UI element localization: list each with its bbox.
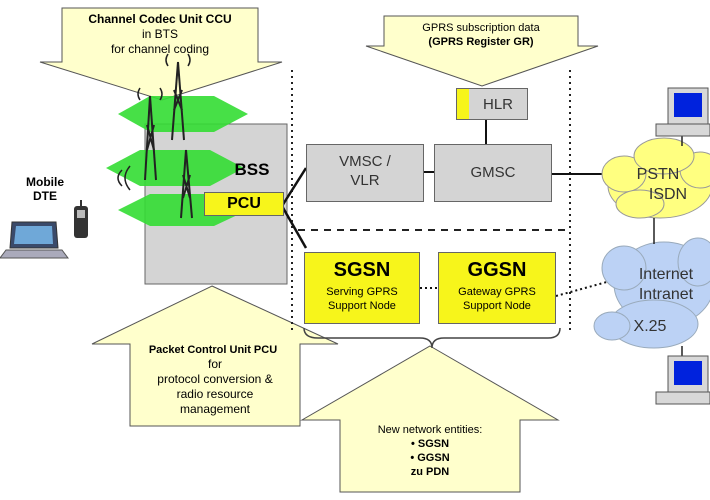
sgsn-title: SGSN xyxy=(333,259,391,281)
pcu-callout-line4: radio resource xyxy=(176,387,254,401)
sgsn-box: SGSN Serving GPRS Support Node xyxy=(304,252,420,324)
pcu-box: PCU xyxy=(204,192,284,216)
vmsc-line1: VMSC / xyxy=(339,153,391,170)
hlr-label: HLR xyxy=(482,96,513,113)
ggsn-line1: Gateway GPRS xyxy=(458,286,536,298)
internet-cloud-shape xyxy=(593,237,710,349)
new-entities-item-sgsn: • SGSN xyxy=(410,438,450,450)
internet-label: Internet xyxy=(638,266,694,283)
sgsn-line1: Serving GPRS xyxy=(326,286,398,298)
gprs-callout-line2: (GPRS Register GR) xyxy=(428,36,534,48)
gmsc-label: GMSC xyxy=(470,164,516,181)
pstn-cloud-shape xyxy=(601,137,710,219)
gmsc-box: GMSC xyxy=(434,144,552,202)
ccu-callout-line2: in BTS xyxy=(141,27,178,41)
ccu-callout-title: Channel Codec Unit CCU xyxy=(88,12,232,26)
entities-brace xyxy=(303,327,561,349)
new-entities-item-pdn: zu PDN xyxy=(410,466,450,478)
ggsn-title: GGSN xyxy=(467,259,527,281)
x25-label: X.25 xyxy=(633,318,667,335)
link-pcu-vmsc xyxy=(280,167,308,207)
mobile-dte-line2: DTE xyxy=(33,189,57,203)
new-entities-callout-arrow xyxy=(300,345,560,493)
new-entities-title: New network entities: xyxy=(377,424,483,436)
ggsn-line2: Support Node xyxy=(463,300,531,312)
mobile-dte-line1: Mobile xyxy=(26,175,64,189)
antenna-tower xyxy=(144,61,193,219)
pcu-callout-line2: for xyxy=(207,357,222,371)
coverage-layer-mid xyxy=(106,150,244,186)
computer-top-icon xyxy=(655,87,710,137)
hlr-marker xyxy=(457,89,469,119)
pcu-callout-arrow xyxy=(91,285,339,427)
pcu-callout-line5: management xyxy=(179,402,251,416)
radio-waves xyxy=(117,53,191,191)
computer-bottom-icon xyxy=(655,355,710,405)
pstn-label: PSTN xyxy=(636,166,680,183)
gprs-callout-line1: GPRS subscription data xyxy=(422,22,540,34)
pcu-callout-title: Packet Control Unit PCU xyxy=(148,344,278,356)
bss-label: BSS xyxy=(234,160,270,179)
sgsn-line2: Support Node xyxy=(328,300,396,312)
gprs-callout-arrow xyxy=(365,15,599,87)
laptop-icon xyxy=(0,221,69,259)
pcu-callout-line3: protocol conversion & xyxy=(157,372,273,386)
new-entities-item-ggsn: • GGSN xyxy=(410,452,450,464)
link-ggsn-internet xyxy=(555,279,615,297)
vmsc-box: VMSC / VLR xyxy=(306,144,424,202)
isdn-label: ISDN xyxy=(648,186,688,203)
ccu-callout-arrow xyxy=(39,7,283,101)
vmsc-line2: VLR xyxy=(350,172,380,189)
link-pcu-sgsn xyxy=(280,205,308,249)
intranet-label: Intranet xyxy=(638,286,694,303)
hlr-box: HLR xyxy=(456,88,528,120)
ggsn-box: GGSN Gateway GPRS Support Node xyxy=(438,252,556,324)
ccu-callout-line3: for channel coding xyxy=(110,42,210,56)
phone-icon xyxy=(74,200,88,238)
